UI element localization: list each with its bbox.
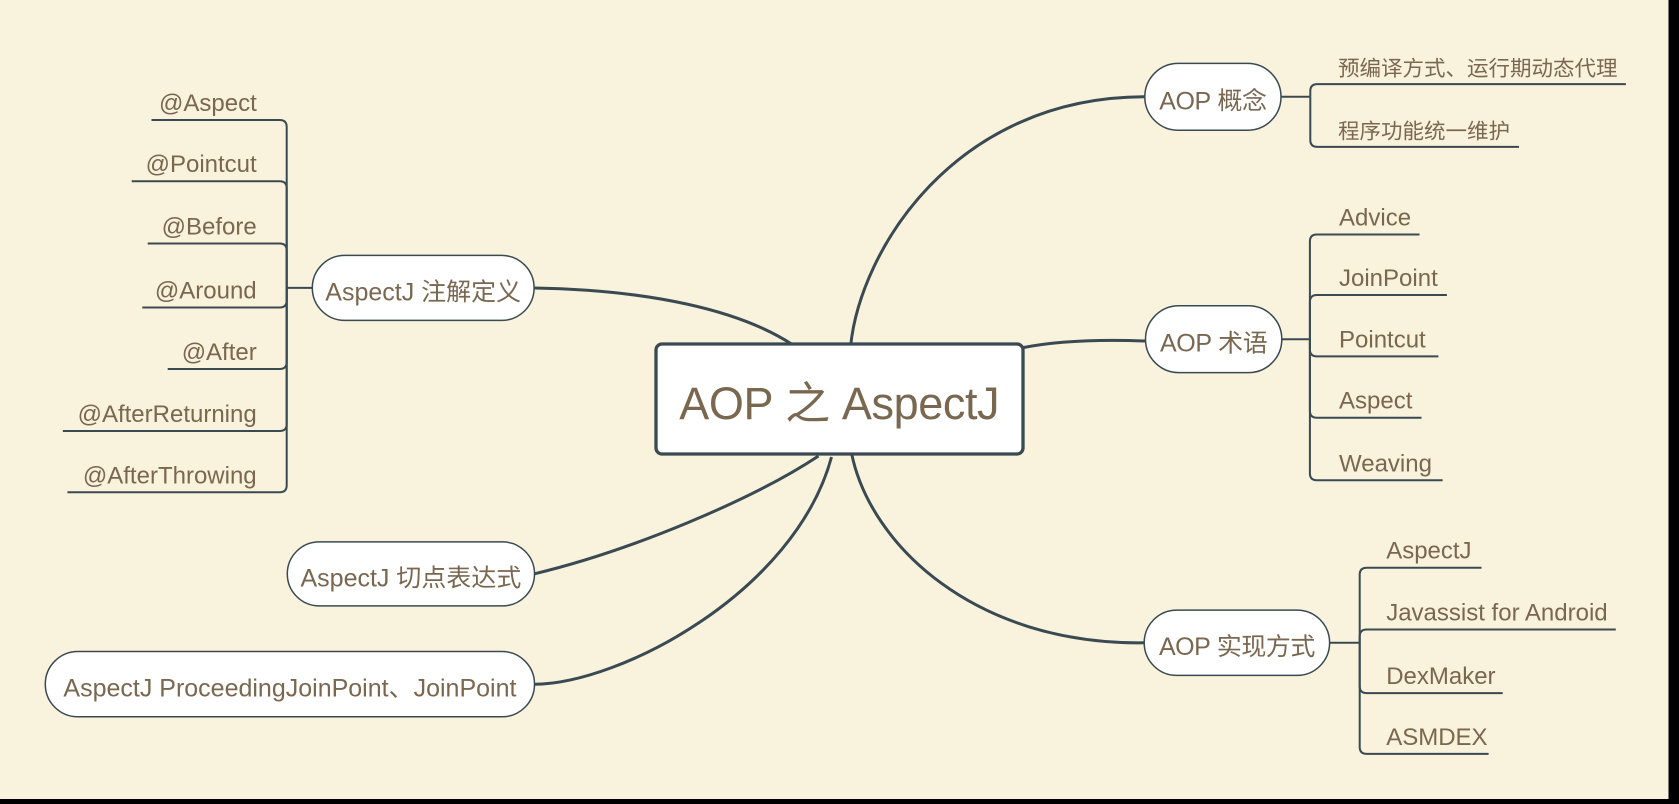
svg-text:AspectJ: AspectJ [1386,538,1471,565]
svg-text:@Pointcut: @Pointcut [146,151,257,178]
svg-text:AspectJ ProceedingJoinPoint: AspectJ ProceedingJoinPoint [63,675,388,703]
svg-text:AOP: AOP [1159,87,1211,115]
svg-text:Weaving: Weaving [1339,450,1432,477]
svg-text:DexMaker: DexMaker [1386,663,1495,690]
svg-text:@Aspect: @Aspect [159,90,257,117]
svg-text:@AfterReturning: @AfterReturning [78,401,257,428]
svg-text:@After: @After [182,339,257,366]
svg-text:AOP: AOP [1159,633,1210,661]
svg-text:Javassist for Android: Javassist for Android [1386,600,1607,627]
svg-text:@AfterThrowing: @AfterThrowing [83,462,257,489]
svg-text:AspectJ: AspectJ [301,564,390,592]
svg-text:Advice: Advice [1339,205,1411,232]
svg-text:@Before: @Before [162,214,257,241]
svg-text:Aspect: Aspect [1339,388,1413,415]
svg-text:ASMDEX: ASMDEX [1386,724,1487,751]
svg-text:@Around: @Around [155,278,257,305]
svg-text:AOP: AOP [1160,330,1212,358]
svg-text:AspectJ: AspectJ [325,278,414,306]
svg-text:AspectJ: AspectJ [842,378,999,429]
svg-text:JoinPoint: JoinPoint [1339,265,1438,292]
svg-text:Pointcut: Pointcut [1339,326,1426,353]
svg-text:AOP: AOP [679,378,773,429]
svg-text:JoinPoint: JoinPoint [414,675,517,703]
